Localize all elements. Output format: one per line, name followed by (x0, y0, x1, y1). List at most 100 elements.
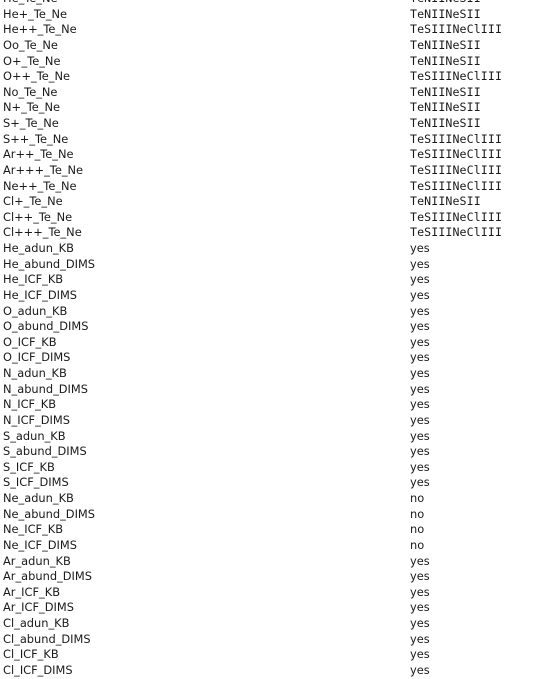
row-value: TeSIIINeClIII (410, 131, 503, 146)
row-value: TeSIIINeClIII (410, 69, 503, 84)
row-key: Ne_ICF_DIMS (3, 537, 77, 552)
table-row: N_ICF_DIMS yes (0, 413, 553, 429)
table-row: O_ICF_DIMS yes (0, 350, 553, 366)
row-key: N_ICF_DIMS (3, 412, 70, 427)
row-value: TeSIIINeClIII (410, 209, 503, 224)
row-key: O+_Te_Ne (3, 53, 61, 68)
row-value: yes (410, 272, 430, 287)
row-value: TeNIINeSII (410, 194, 481, 209)
row-key: He_adun_KB (3, 241, 74, 255)
table-row: He_adun_KB yes (0, 241, 553, 257)
row-key: Ar+++_Te_Ne (3, 162, 84, 177)
table-row: N_abund_DIMS yes (0, 382, 553, 398)
row-key: O_ICF_DIMS (3, 350, 71, 365)
row-value: TeSIIINeClIII (410, 162, 503, 177)
table-row: O_adun_KB yes (0, 304, 553, 320)
row-key: He_abund_DIMS (3, 256, 96, 271)
row-key: S_abund_DIMS (3, 444, 87, 459)
row-value: no (410, 522, 425, 537)
table-row: Cl_adun_KB yes (0, 616, 553, 632)
row-value: yes (410, 662, 430, 677)
table-row: He_ICF_KB yes (0, 272, 553, 288)
table-row: Ar++_Te_Ne TeSIIINeClIII (0, 147, 553, 163)
table-row: N+_Te_Ne TeNIINeSII (0, 100, 553, 116)
row-key: He_ICF_DIMS (3, 287, 78, 302)
row-value: yes (410, 381, 430, 396)
row-value: yes (410, 444, 430, 459)
row-key: O_adun_KB (3, 303, 68, 318)
row-key: He_ICF_KB (3, 272, 64, 287)
row-key: N_adun_KB (3, 366, 67, 380)
row-value: TeNIINeSII (410, 6, 481, 21)
row-key: O++_Te_Ne (3, 69, 71, 84)
table-row: S_ICF_DIMS yes (0, 475, 553, 491)
table-row: O_abund_DIMS yes (0, 319, 553, 335)
row-value: no (410, 491, 425, 505)
row-key: Cl+_Te_Ne (3, 194, 63, 209)
row-key: Ne_ICF_KB (3, 522, 64, 537)
row-key: S+_Te_Ne (3, 116, 59, 130)
row-value: no (410, 506, 425, 521)
table-row: He++_Te_Ne TeSIIINeClIII (0, 22, 553, 38)
table-row: Ar+++_Te_Ne TeSIIINeClIII (0, 163, 553, 179)
row-key: He++_Te_Ne (3, 22, 77, 37)
row-key: Ar++_Te_Ne (3, 147, 74, 162)
row-value: TeNIINeSII (410, 116, 481, 130)
row-value: yes (410, 475, 430, 490)
row-key: Cl_ICF_DIMS (3, 662, 73, 677)
row-key: Cl_adun_KB (3, 616, 70, 630)
row-value: yes (410, 366, 430, 380)
row-key: Ar_adun_KB (3, 553, 71, 568)
row-key: O_ICF_KB (3, 334, 57, 349)
row-key: Cl_ICF_KB (3, 647, 59, 662)
row-key: He+_Te_Ne (3, 6, 68, 21)
row-key: N_abund_DIMS (3, 381, 88, 396)
table-row: O_ICF_KB yes (0, 335, 553, 351)
row-value: yes (410, 350, 430, 365)
row-value: TeNIINeSII (410, 100, 481, 115)
row-key: O_abund_DIMS (3, 319, 89, 334)
row-key: Ne_adun_KB (3, 491, 74, 505)
row-value: yes (410, 553, 430, 568)
row-value: TeSIIINeClIII (410, 225, 503, 240)
row-value: yes (410, 256, 430, 271)
row-value: yes (410, 303, 430, 318)
row-value: yes (410, 319, 430, 334)
table-row: Ar_adun_KB yes (0, 554, 553, 570)
row-value: yes (410, 397, 430, 412)
table-row: S+_Te_Ne TeNIINeSII (0, 116, 553, 132)
row-value: yes (410, 412, 430, 427)
table-row: Cl+_Te_Ne TeNIINeSII (0, 194, 553, 210)
row-value: yes (410, 334, 430, 349)
table-row: N_ICF_KB yes (0, 397, 553, 413)
row-value: yes (410, 631, 430, 646)
row-value: yes (410, 616, 430, 630)
row-value: TeNIINeSII (410, 0, 481, 7)
row-key: Ne++_Te_Ne (3, 178, 77, 193)
row-key: S_ICF_DIMS (3, 475, 69, 490)
row-value: yes (410, 459, 430, 474)
table-row: Ne_adun_KB no (0, 491, 553, 507)
table-row: O+_Te_Ne TeNIINeSII (0, 54, 553, 70)
row-key: N_ICF_KB (3, 397, 57, 412)
row-key: N+_Te_Ne (3, 100, 61, 115)
row-value: yes (410, 287, 430, 302)
row-value: TeSIIINeClIII (410, 22, 503, 37)
row-value: yes (410, 241, 430, 255)
row-key: No_Te_Ne (3, 84, 58, 99)
row-value: TeSIIINeClIII (410, 147, 503, 162)
row-value: TeNIINeSII (410, 53, 481, 68)
row-value: no (410, 537, 425, 552)
table-row: He+_Te_Ne TeNIINeSII (0, 7, 553, 23)
